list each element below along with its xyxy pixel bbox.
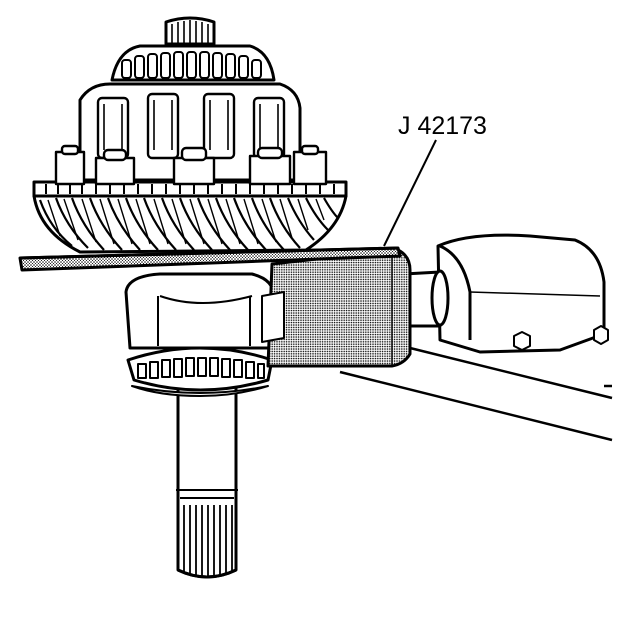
- press-ram-icon: [402, 233, 609, 354]
- bench-icon: [339, 345, 613, 442]
- tool-label: J 42173: [398, 112, 487, 140]
- tool-callout: J 42173: [383, 112, 487, 247]
- differential-assembly-icon: [54, 16, 328, 186]
- pinion-shaft: [176, 378, 238, 579]
- callout-leader-line: [383, 139, 437, 247]
- ring-gear: [32, 180, 348, 254]
- tapered-bearing: [124, 272, 276, 397]
- bearing-puller-tool-icon: [18, 246, 412, 368]
